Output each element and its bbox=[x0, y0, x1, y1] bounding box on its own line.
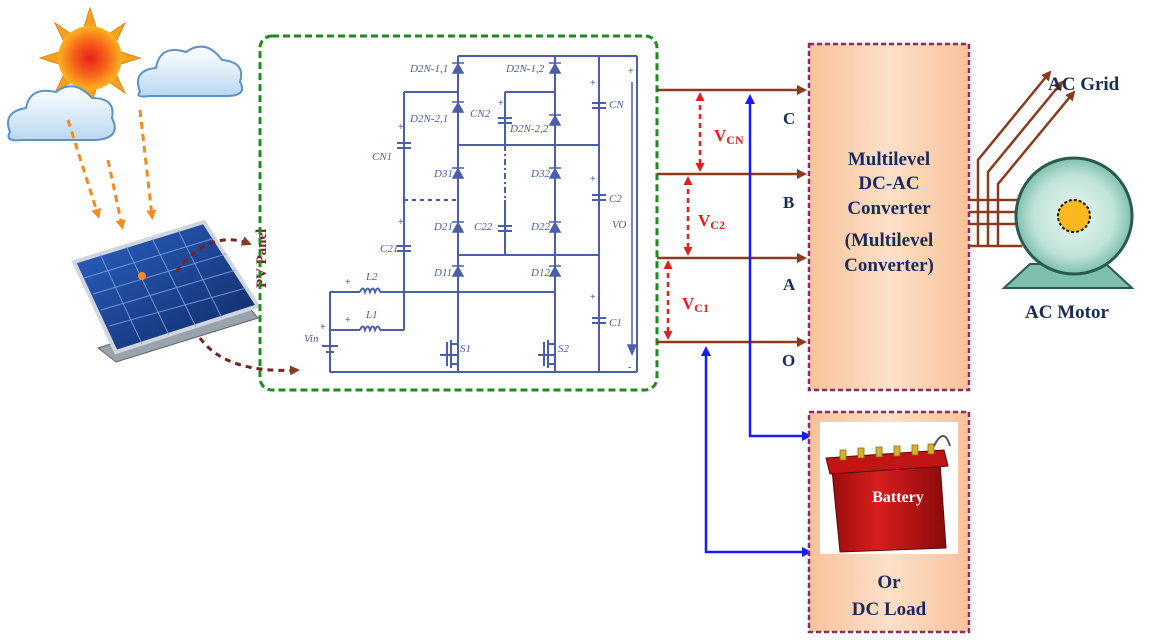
pv-panel-label: PV Panel bbox=[254, 229, 270, 288]
boost-converter-schematic bbox=[329, 55, 638, 373]
label-vin: Vin bbox=[304, 333, 319, 345]
svg-text:+: + bbox=[498, 98, 504, 109]
dc-load-label: DC Load bbox=[852, 599, 927, 620]
sunlight-rays bbox=[66, 109, 157, 230]
terminal-o: O bbox=[782, 351, 795, 370]
pv-connection-arrows bbox=[174, 236, 300, 376]
converter-title-line2: DC-AC bbox=[858, 173, 919, 194]
polarity-marks: + + + + + + + - + + + bbox=[320, 66, 634, 373]
converter-title-line1: Multilevel bbox=[848, 149, 930, 170]
label-cn1: CN1 bbox=[372, 151, 392, 163]
terminal-c: C bbox=[783, 109, 795, 128]
label-d11: D11 bbox=[433, 267, 452, 279]
converter-title-line4: (Multilevel bbox=[845, 230, 934, 251]
svg-text:+: + bbox=[398, 122, 404, 133]
label-d2n-2-2: D2N-2,2 bbox=[509, 123, 549, 135]
converter-circuit-box bbox=[258, 34, 659, 392]
terminal-a: A bbox=[783, 275, 796, 294]
label-c21: C21 bbox=[380, 243, 398, 255]
inductor-symbols bbox=[359, 287, 381, 333]
label-l2: L2 bbox=[365, 271, 378, 283]
converter-title-line3: Converter bbox=[847, 198, 931, 219]
battery-label: Battery bbox=[872, 489, 924, 506]
dc-load-lines bbox=[704, 98, 812, 557]
label-s1: S1 bbox=[460, 343, 471, 355]
sun-icon bbox=[38, 6, 142, 110]
voltage-label-vc1: VC1 bbox=[682, 294, 709, 315]
input-source-symbol bbox=[322, 345, 338, 353]
label-c2: C2 bbox=[609, 193, 622, 205]
cloud-icon bbox=[7, 85, 116, 142]
label-d12: D12 bbox=[530, 267, 550, 279]
label-d21: D21 bbox=[433, 221, 453, 233]
arrow-head-up bbox=[701, 346, 711, 356]
ac-motor-label: AC Motor bbox=[1025, 302, 1109, 323]
svg-text:-: - bbox=[628, 362, 631, 373]
svg-text:+: + bbox=[628, 66, 634, 77]
arrow-head-up bbox=[745, 94, 755, 104]
voltage-label-vcn: VCN bbox=[714, 126, 744, 147]
label-d32: D32 bbox=[530, 168, 550, 180]
svg-text:+: + bbox=[590, 78, 596, 89]
multilevel-converter-box bbox=[807, 42, 971, 392]
voltage-label-vc2: VC2 bbox=[698, 211, 725, 232]
label-d2n-1-2: D2N-1,2 bbox=[505, 63, 545, 75]
diode-symbols bbox=[451, 62, 562, 277]
ac-output-lines bbox=[969, 70, 1076, 248]
label-d2n-1-1: D2N-1,1 bbox=[409, 63, 448, 75]
cloud-icon bbox=[137, 45, 244, 98]
mosfet-switches bbox=[446, 340, 555, 368]
capacitor-symbols bbox=[397, 102, 606, 324]
dc-load-or: Or bbox=[877, 572, 901, 593]
label-c1: C1 bbox=[609, 317, 622, 329]
svg-text:+: + bbox=[590, 292, 596, 303]
label-d2n-2-1: D2N-2,1 bbox=[409, 113, 448, 125]
label-c22: C22 bbox=[474, 221, 493, 233]
label-s2: S2 bbox=[558, 343, 570, 355]
svg-text:+: + bbox=[320, 322, 326, 333]
voltage-arrows bbox=[663, 92, 705, 340]
power-lines bbox=[657, 85, 807, 347]
svg-text:+: + bbox=[398, 217, 404, 228]
ac-grid-label: AC Grid bbox=[1048, 74, 1120, 95]
terminal-b: B bbox=[783, 193, 794, 212]
label-d31: D31 bbox=[433, 168, 453, 180]
label-cn: CN bbox=[609, 99, 624, 111]
output-voltage-arrow bbox=[626, 82, 638, 356]
label-l1: L1 bbox=[365, 309, 378, 321]
svg-text:+: + bbox=[345, 277, 351, 288]
svg-text:+: + bbox=[590, 174, 596, 185]
label-cn2: CN2 bbox=[470, 108, 491, 120]
converter-title-line5: Converter) bbox=[844, 255, 934, 276]
ac-motor-icon bbox=[1001, 156, 1135, 289]
svg-text:+: + bbox=[345, 315, 351, 326]
battery-icon bbox=[825, 435, 951, 553]
label-vo: VO bbox=[612, 219, 626, 231]
label-d22: D22 bbox=[530, 221, 550, 233]
pv-panel-icon bbox=[71, 219, 262, 363]
